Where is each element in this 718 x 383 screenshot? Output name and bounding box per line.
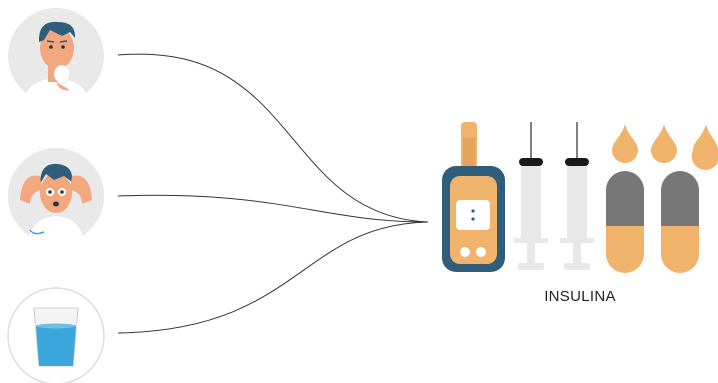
insulin-drop-icon: [651, 124, 677, 163]
syringe-icon: [514, 122, 548, 270]
connector-line-middle: [118, 195, 428, 222]
connector-line-top: [118, 54, 428, 222]
sick-man-icon: [8, 8, 104, 104]
stressed-man-icon: [8, 148, 104, 244]
connector-lines: [118, 54, 428, 333]
glucometer-icon: [442, 122, 505, 272]
water-glass-icon: [8, 288, 104, 383]
insulin-drop-icon: [612, 124, 638, 163]
connector-line-bottom: [118, 222, 428, 333]
insulin-capsule-icon: [606, 171, 644, 273]
diagram-label: INSULINA: [510, 288, 650, 305]
insulin-capsule-icon: [661, 171, 699, 273]
insulin-drop-icon: [692, 124, 718, 170]
syringe-icon: [560, 122, 594, 270]
